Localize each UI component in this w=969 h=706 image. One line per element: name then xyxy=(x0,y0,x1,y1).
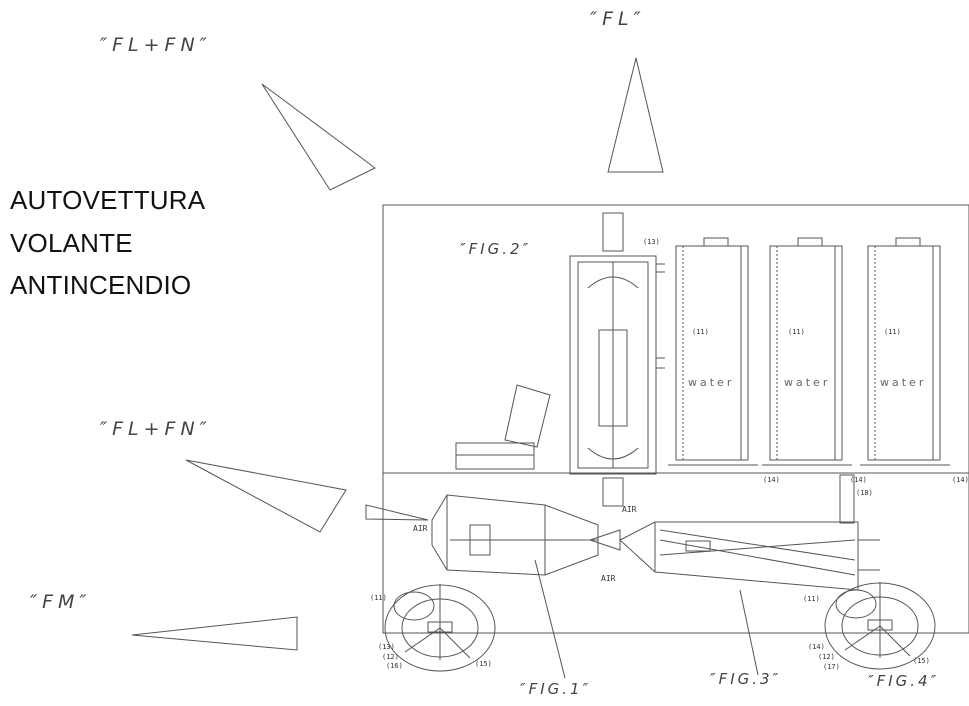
title-line-1: AUTOVETTURA xyxy=(10,185,206,215)
fig2-label: ″FIG.2″ xyxy=(460,240,532,258)
water-label-tank-2: water xyxy=(784,376,831,389)
front-wheel-ref-16: (16) xyxy=(386,662,403,670)
fig1-label: ″FIG.1″ xyxy=(520,680,592,698)
title-line-2: VOLANTE xyxy=(10,228,133,258)
force-arrow-fl-fn-top xyxy=(261,83,376,191)
force-arrow-fl-fn-mid xyxy=(185,459,347,533)
rear-wheel-ref-12: (12) xyxy=(818,653,835,661)
tank-1-ref-label: (11) xyxy=(692,328,709,336)
fig3-leader-line xyxy=(739,589,759,676)
water-label-tank-1: water xyxy=(688,376,735,389)
force-label-fl-fn-top: ″FL+FN″ xyxy=(100,34,212,56)
fig1-leader-line xyxy=(534,559,566,679)
tank-2-ref-label: (11) xyxy=(788,328,805,336)
seat-drawing xyxy=(455,384,551,470)
front-wheel-ref-12: (12) xyxy=(382,653,399,661)
fig1-front-jet xyxy=(431,494,621,576)
ref-14-label-c: (14) xyxy=(952,476,969,484)
force-label-fl-fn-mid: ″FL+FN″ xyxy=(100,418,212,440)
front-wheel-ref-15: (15) xyxy=(475,660,492,668)
water-tank-2 xyxy=(762,237,852,466)
water-tank-1 xyxy=(668,237,758,466)
force-arrow-small-intake xyxy=(365,504,429,521)
ref-14-label-a: (14) xyxy=(763,476,780,484)
rear-wheel-ref-17: (17) xyxy=(823,663,840,671)
rear-wheel-ref-14: (14) xyxy=(808,643,825,651)
rear-wheel-ref-11: (11) xyxy=(803,595,820,603)
fig4-label: ″FIG.4″ xyxy=(868,672,940,690)
force-arrow-fm xyxy=(131,616,298,651)
air-label-tower: AIR xyxy=(622,505,637,514)
water-tank-3 xyxy=(860,237,950,466)
fig2-air-water-tower xyxy=(569,212,665,507)
tank-3-ref-label: (11) xyxy=(884,328,901,336)
air-label-intake: AIR xyxy=(413,524,428,533)
ref-14-label-b: (14) xyxy=(850,476,867,484)
force-arrow-fl-top xyxy=(607,57,664,173)
force-label-fm: ″FM″ xyxy=(30,591,92,613)
water-label-tank-3: water xyxy=(880,376,927,389)
vehicle-body-outline xyxy=(382,204,969,634)
rear-wheel-ref-15: (15) xyxy=(913,657,930,665)
title-line-3: ANTINCENDIO xyxy=(10,270,192,300)
connector-18 xyxy=(839,474,855,524)
ref-18-label: (18) xyxy=(856,489,873,497)
tower-ref-13-label: (13) xyxy=(643,238,660,246)
fig1-front-wheel xyxy=(384,584,496,672)
air-label-nozzle: AIR xyxy=(601,574,616,583)
front-wheel-ref-13: (13) xyxy=(378,643,395,651)
fig4-rear-wheel xyxy=(824,582,936,670)
force-label-fl-top: ″FL″ xyxy=(590,8,646,30)
fig3-rear-jet xyxy=(619,521,880,591)
fig3-label: ″FIG.3″ xyxy=(710,670,782,688)
front-wheel-ref-11: (11) xyxy=(370,594,387,602)
